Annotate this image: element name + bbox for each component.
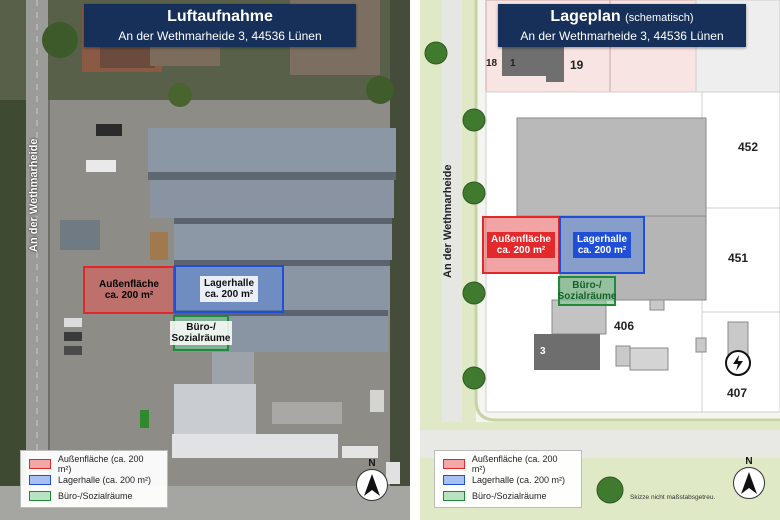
parcel-number-1: 1 — [510, 58, 516, 69]
plan-title-suffix: (schematisch) — [625, 12, 694, 24]
aerial-buero-line1: Büro-/ — [186, 322, 216, 333]
plan-lager-line1: Lagerhalle — [576, 234, 628, 245]
plan-legend: Außenfläche (ca. 200 m²) Lagerhalle (ca.… — [434, 450, 582, 508]
legend-swatch-blue — [29, 475, 51, 485]
aerial-address: An der Wethmarheide 3, 44536 Lünen — [118, 29, 322, 43]
plan-lager-tag: Lagerhalle ca. 200 m² — [572, 232, 632, 258]
plan-north-arrow: N — [732, 456, 766, 502]
legend-item-lager: Lagerhalle (ca. 200 m²) — [443, 472, 573, 488]
aerial-legend: Außenfläche (ca. 200 m²) Lagerhalle (ca.… — [20, 450, 168, 508]
aerial-aussen-line2: ca. 200 m² — [104, 290, 154, 301]
parcel-number-452: 452 — [738, 140, 759, 154]
plan-north-letter: N — [745, 456, 753, 467]
aerial-buero-tag: Büro-/ Sozialräume — [169, 321, 233, 345]
street-label: An der Wethmarheide — [28, 138, 40, 253]
legend-item-lager: Lagerhalle (ca. 200 m²) — [29, 472, 159, 488]
aerial-lagerhalle-area[interactable]: Lagerhalle ca. 200 m² — [174, 265, 284, 313]
plan-street-label: An der Wethmarheide — [442, 164, 454, 279]
plan-lagerhalle-area[interactable]: Lagerhalle ca. 200 m² — [559, 216, 645, 274]
plan-buero-line2: Sozialräume — [557, 291, 617, 302]
lightning-icon — [725, 350, 751, 376]
legend-label: Büro-/Sozialräume — [58, 491, 133, 501]
plan-panel: An der Wethmarheide Lageplan (schematisc… — [420, 0, 780, 520]
parcel-number-407: 407 — [727, 386, 748, 400]
legend-label: Büro-/Sozialräume — [472, 491, 547, 501]
north-letter: N — [368, 458, 376, 469]
aerial-panel: An der Wethmarheide Luftaufnahme An der … — [0, 0, 410, 520]
aerial-lager-tag: Lagerhalle ca. 200 m² — [199, 276, 259, 302]
plan-buero-area[interactable]: Büro-/ Sozialräume — [558, 276, 616, 306]
legend-swatch-red — [443, 459, 465, 469]
parcel-number-3: 3 — [540, 346, 546, 357]
parcel-number-406: 406 — [614, 319, 635, 333]
legend-swatch-green — [443, 491, 465, 501]
aerial-buero-area[interactable]: Büro-/ Sozialräume — [169, 315, 233, 351]
aerial-buero-line2: Sozialräume — [171, 333, 231, 344]
legend-label: Lagerhalle (ca. 200 m²) — [58, 475, 152, 485]
scale-note: Skizze nicht maßstabsgetreu. — [630, 494, 716, 501]
parcel-number-18: 18 — [486, 58, 498, 69]
legend-swatch-red — [29, 459, 51, 469]
north-arrow: N — [355, 458, 389, 504]
aerial-title: Luftaufnahme — [167, 8, 273, 25]
plan-aussen-tag: Außenfläche ca. 200 m² — [486, 232, 555, 258]
aerial-lager-line2: ca. 200 m² — [204, 289, 254, 300]
plan-buero-line1: Büro-/ — [572, 280, 602, 291]
legend-swatch-green — [29, 491, 51, 501]
aerial-aussenflaeche-area[interactable]: Außenfläche ca. 200 m² — [83, 266, 175, 314]
aerial-title-box: Luftaufnahme An der Wethmarheide 3, 4453… — [84, 4, 356, 47]
legend-label: Außenfläche (ca. 200 m²) — [471, 454, 558, 474]
panel-divider — [410, 0, 420, 520]
plan-aussen-line2: ca. 200 m² — [496, 245, 546, 256]
legend-label: Lagerhalle (ca. 200 m²) — [472, 475, 566, 485]
plan-aussenflaeche-area[interactable]: Außenfläche ca. 200 m² — [482, 216, 560, 274]
legend-item-aussen: Außenfläche (ca. 200 m²) — [29, 454, 159, 474]
parcel-number-19: 19 — [570, 58, 584, 72]
north-arrow-icon — [733, 467, 765, 499]
legend-item-aussen: Außenfläche (ca. 200 m²) — [443, 454, 573, 474]
aerial-photo — [0, 0, 410, 520]
plan-aussen-line1: Außenfläche — [490, 234, 551, 245]
legend-item-buero: Büro-/Sozialräume — [443, 488, 573, 504]
parcel-number-451: 451 — [728, 251, 749, 265]
legend-label: Außenfläche (ca. 200 m²) — [57, 454, 144, 474]
aerial-aussen-line1: Außenfläche — [98, 279, 159, 290]
legend-item-buero: Büro-/Sozialräume — [29, 488, 159, 504]
plan-title: Lageplan — [550, 8, 621, 25]
plan-lager-line2: ca. 200 m² — [577, 245, 627, 256]
aerial-lager-line1: Lagerhalle — [203, 278, 255, 289]
plan-address: An der Wethmarheide 3, 44536 Lünen — [520, 29, 724, 43]
plan-title-box: Lageplan (schematisch) An der Wethmarhei… — [498, 4, 746, 47]
legend-swatch-blue — [443, 475, 465, 485]
north-arrow-icon — [356, 469, 388, 501]
